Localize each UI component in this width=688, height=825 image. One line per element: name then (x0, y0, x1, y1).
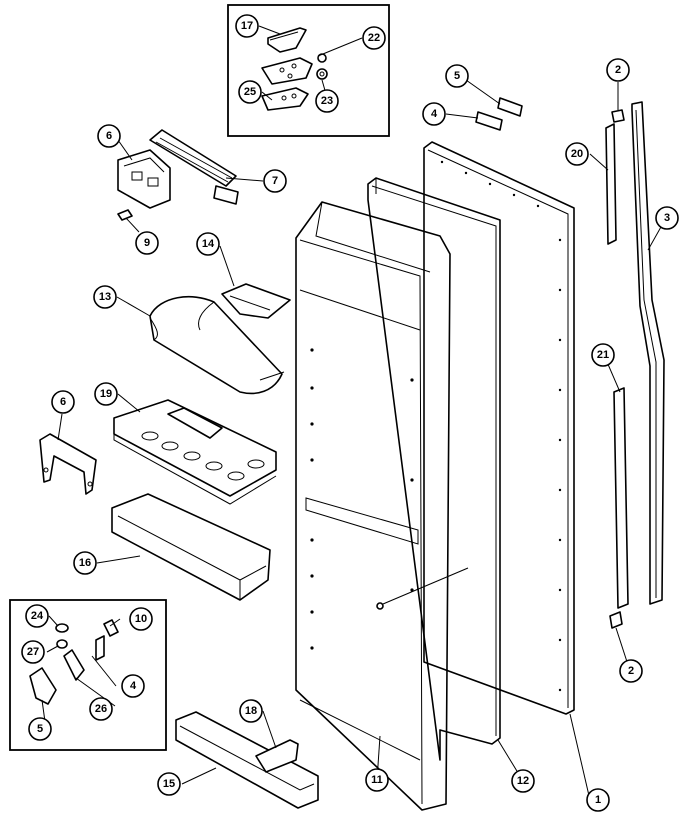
callout-26: 26 (89, 697, 113, 721)
svg-text:24: 24 (31, 610, 44, 622)
svg-text:21: 21 (597, 349, 609, 361)
callout-25: 25 (238, 80, 262, 104)
callout-5-lower: 5 (28, 717, 52, 741)
callout-3: 3 (655, 206, 679, 230)
clip-part (255, 739, 299, 773)
callout-6: 6 (51, 390, 75, 414)
svg-text:14: 14 (202, 238, 215, 250)
callout-14: 14 (196, 232, 220, 256)
outer-door-panel (423, 141, 575, 715)
svg-text:11: 11 (371, 774, 383, 786)
callout-13: 13 (93, 285, 117, 309)
top-hinge-inset (227, 4, 390, 137)
svg-text:7: 7 (272, 175, 278, 187)
svg-text:6: 6 (106, 130, 112, 142)
door-shelf-bin (111, 493, 271, 601)
svg-text:6: 6 (60, 396, 66, 408)
small-tray-part (221, 283, 291, 319)
callout-1: 1 (586, 788, 610, 812)
door-gasket (367, 177, 501, 761)
svg-text:18: 18 (245, 705, 257, 717)
svg-text:5: 5 (454, 70, 460, 82)
svg-text:26: 26 (95, 703, 107, 715)
callout-2-lower: 2 (619, 659, 643, 683)
callout-11: 11 (365, 768, 389, 792)
callout-22: 22 (362, 26, 386, 50)
svg-text:20: 20 (571, 148, 583, 160)
leader-lines (41, 25, 667, 801)
callout-18: 18 (239, 699, 263, 723)
svg-text:1: 1 (595, 794, 601, 806)
callout-15: 15 (157, 772, 181, 796)
svg-text:10: 10 (135, 613, 147, 625)
svg-text:2: 2 (628, 665, 634, 677)
svg-text:9: 9 (144, 237, 150, 249)
svg-text:16: 16 (79, 557, 91, 569)
svg-text:5: 5 (37, 723, 43, 735)
liner-screw-holes (310, 348, 414, 650)
bottom-left-inset (9, 599, 167, 751)
callout-20: 20 (565, 142, 589, 166)
callout-4-upper: 4 (422, 102, 446, 126)
callout-7: 7 (263, 169, 287, 193)
small-panels-upper (475, 97, 523, 131)
callout-23: 23 (315, 89, 339, 113)
callout-27: 27 (21, 640, 45, 664)
bin-cover-part (149, 295, 285, 395)
svg-text:3: 3 (664, 212, 670, 224)
callout-19: 19 (94, 382, 118, 406)
svg-text:4: 4 (431, 108, 438, 120)
callout-8-upper: 6 (97, 124, 121, 148)
svg-text:4: 4 (130, 680, 137, 692)
panel-dots (440, 160, 562, 692)
bracket-part-upper (39, 433, 97, 495)
svg-text:22: 22 (368, 32, 380, 44)
callout-16: 16 (73, 551, 97, 575)
egg-tray-part (113, 399, 277, 505)
svg-text:25: 25 (244, 86, 256, 98)
dispenser-lever-assembly (117, 129, 239, 221)
callout-24: 24 (25, 604, 49, 628)
door-liner (295, 201, 469, 811)
callout-5-upper: 5 (445, 64, 469, 88)
callout-2-upper: 2 (606, 58, 630, 82)
callout-4-lower: 4 (121, 674, 145, 698)
svg-text:13: 13 (99, 291, 111, 303)
callout-9: 9 (135, 231, 159, 255)
callout-10: 10 (129, 607, 153, 631)
svg-text:12: 12 (517, 775, 529, 787)
callout-21: 21 (591, 343, 615, 367)
svg-text:2: 2 (615, 64, 621, 76)
callout-12: 12 (511, 769, 535, 793)
handle-trim-rails (605, 101, 665, 629)
svg-text:17: 17 (241, 20, 253, 32)
svg-text:23: 23 (321, 95, 333, 107)
bottom-shelf-part (175, 711, 319, 809)
callout-17: 17 (235, 14, 259, 38)
svg-text:27: 27 (27, 646, 39, 658)
svg-text:15: 15 (163, 778, 175, 790)
svg-text:19: 19 (100, 388, 112, 400)
